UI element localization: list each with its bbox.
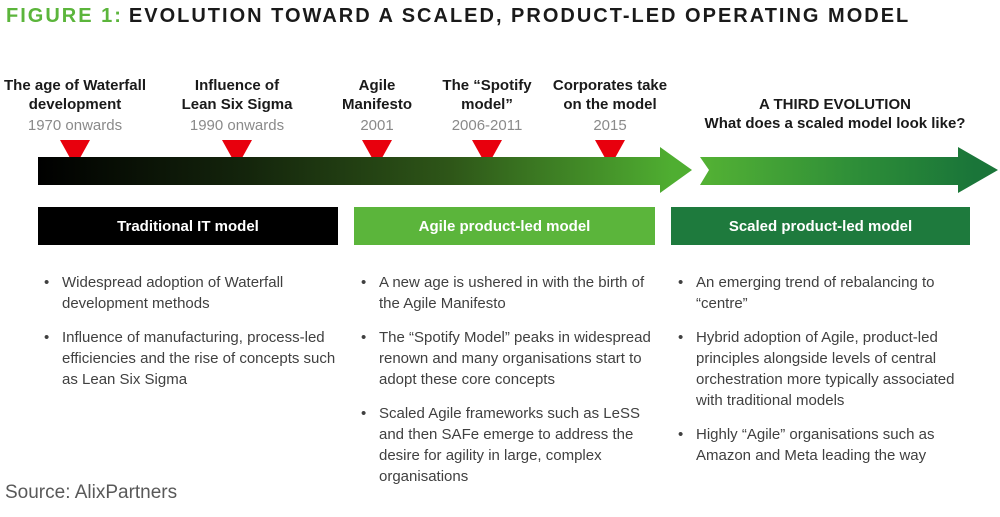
milestone-title: Influence of Lean Six Sigma [181, 77, 293, 113]
milestone-corporates: Corporates take on the model 2015 [520, 76, 700, 135]
bullet-text: An emerging trend of rebalancing to “cen… [696, 274, 935, 312]
bullet-text: Hybrid adoption of Agile, product-led pr… [696, 329, 955, 409]
bullet-item: Scaled Agile frameworks such as LeSS and… [355, 403, 659, 487]
figure-title: FIGURE 1:EVOLUTION TOWARD A SCALED, PROD… [6, 5, 910, 28]
figure-title-text: EVOLUTION TOWARD A SCALED, PRODUCT-LED O… [128, 5, 911, 27]
milestone-year: 2006-2011 [451, 117, 523, 134]
column-header-traditional-it: Traditional IT model [38, 207, 338, 245]
traditional-it-bullet-list: Widespread adoption of Waterfall develop… [38, 272, 340, 403]
third-evolution-heading: A THIRD EVOLUTION What does a scaled mod… [670, 95, 1000, 133]
timeline-arrow-second-icon [700, 147, 998, 193]
bullet-item: A new age is ushered in with the birth o… [355, 272, 659, 314]
bullet-item: An emerging trend of rebalancing to “cen… [672, 272, 980, 314]
bullet-item: Influence of manufacturing, process-led … [38, 327, 340, 390]
bullet-item: Hybrid adoption of Agile, product-led pr… [672, 327, 980, 411]
bullet-text: Widespread adoption of Waterfall develop… [62, 274, 284, 312]
third-evolution-line2: What does a scaled model look like? [704, 115, 966, 132]
milestone-year: 2015 [593, 117, 627, 134]
bullet-text: Highly “Agile” organisations such as Ama… [696, 426, 935, 464]
milestone-title: The age of Waterfall development [4, 77, 146, 113]
bullet-item: The “Spotify Model” peaks in widespread … [355, 327, 659, 390]
milestone-title: Corporates take on the model [552, 77, 668, 113]
milestone-year: 1970 onwards [27, 117, 123, 134]
milestone-year: 1990 onwards [189, 117, 285, 134]
column-header-scaled-product-led: Scaled product-led model [671, 207, 970, 245]
bullet-text: A new age is ushered in with the birth o… [379, 274, 645, 312]
bullet-text: Scaled Agile frameworks such as LeSS and… [379, 405, 640, 485]
milestone-lean-six-sigma: Influence of Lean Six Sigma 1990 onwards [147, 76, 327, 135]
milestone-year: 2001 [360, 117, 394, 134]
scaled-product-led-bullet-list: An emerging trend of rebalancing to “cen… [672, 272, 980, 479]
bullet-text: The “Spotify Model” peaks in widespread … [379, 329, 651, 388]
source-attribution: Source: AlixPartners [5, 482, 178, 503]
agile-product-led-bullet-list: A new age is ushered in with the birth o… [355, 272, 659, 500]
milestone-spotify-model: The “Spotify model” 2006-2011 [397, 76, 577, 135]
milestone-agile-manifesto: Agile Manifesto 2001 [287, 76, 467, 135]
figure-number-label: FIGURE 1: [6, 5, 123, 27]
milestone-title: Agile Manifesto [341, 77, 412, 113]
bullet-text: Influence of manufacturing, process-led … [62, 329, 336, 388]
bullet-item: Widespread adoption of Waterfall develop… [38, 272, 340, 314]
column-header-agile-product-led: Agile product-led model [354, 207, 655, 245]
milestone-title: The “Spotify model” [442, 77, 532, 113]
third-evolution-line1: A THIRD EVOLUTION [759, 96, 911, 113]
milestone-waterfall: The age of Waterfall development 1970 on… [0, 76, 165, 135]
bullet-item: Highly “Agile” organisations such as Ama… [672, 424, 980, 466]
